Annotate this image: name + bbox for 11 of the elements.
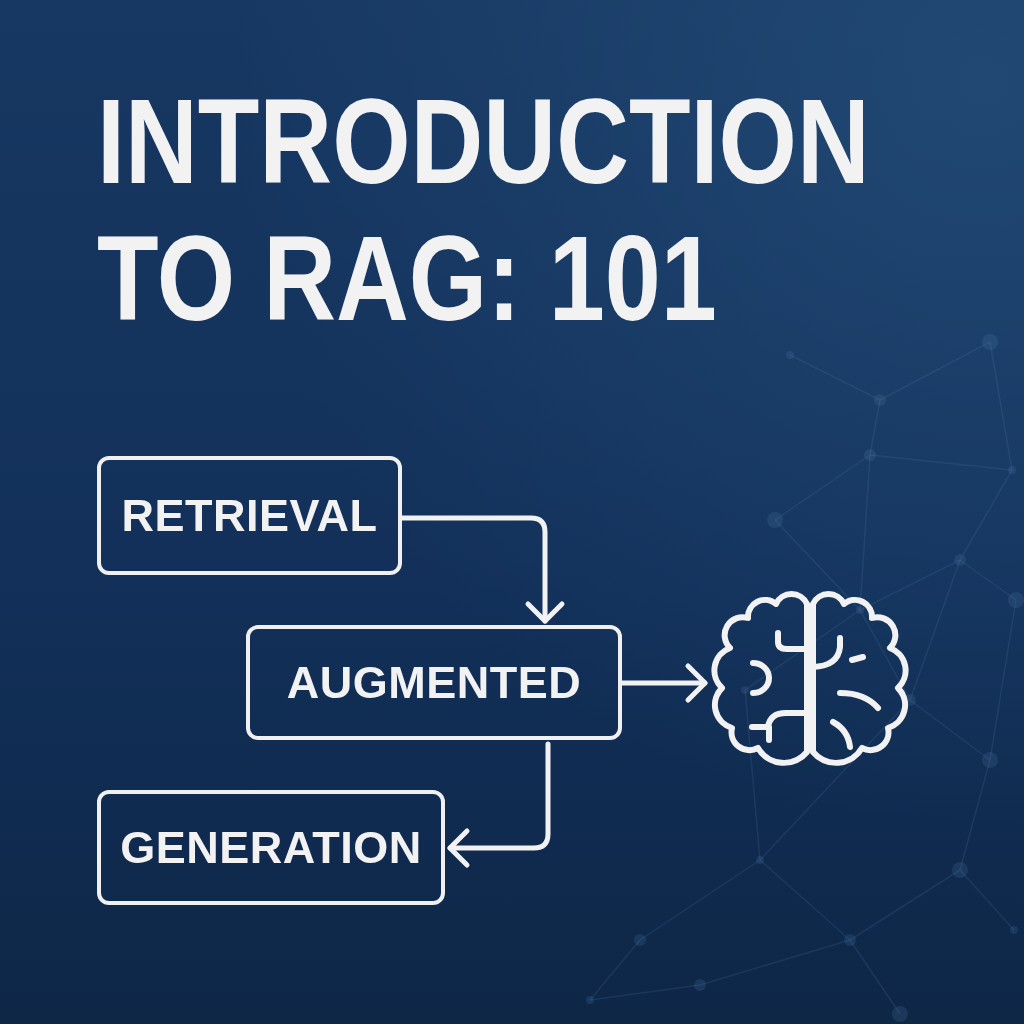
title: INTRODUCTION TO RAG: 101: [97, 73, 871, 347]
arrow: [399, 515, 565, 624]
process-box: [97, 456, 402, 575]
process-box: [246, 625, 622, 740]
step-label: AUGMENTED: [286, 657, 582, 708]
arrow: [447, 741, 551, 868]
step-label: GENERATION: [120, 822, 422, 873]
arrow: [619, 663, 708, 703]
process-box: [97, 790, 445, 905]
brain-icon: [710, 588, 910, 768]
step-label: RETRIEVAL: [121, 490, 378, 541]
